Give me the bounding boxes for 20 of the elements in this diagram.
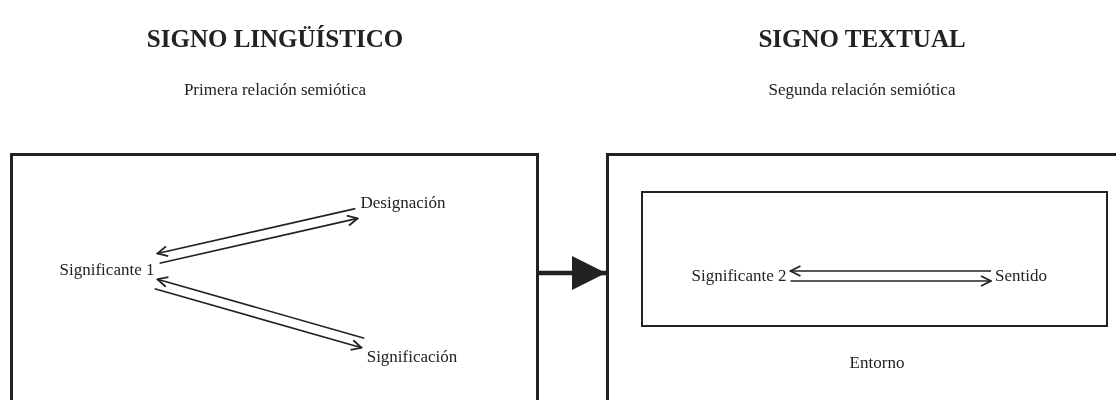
- frame-box: [10, 153, 539, 400]
- arrow: [153, 288, 363, 351]
- node-label: Sentido: [995, 266, 1047, 286]
- arrow: [158, 214, 359, 265]
- arrow: [789, 275, 992, 287]
- arrow: [156, 207, 357, 258]
- arrow: [789, 265, 992, 277]
- subheading: Segunda relación semiótica: [768, 80, 956, 100]
- frame-label: Entorno: [849, 353, 905, 373]
- arrow: [539, 256, 606, 290]
- subheading: Primera relación semiótica: [183, 80, 367, 100]
- node-label: Significante 1: [59, 260, 155, 280]
- node-label: Significante 2: [691, 266, 787, 286]
- section-heading: SIGNO LINGÜÍSTICO: [146, 25, 404, 53]
- inner-frame: [641, 191, 1108, 327]
- node-label: Significación: [366, 347, 458, 367]
- arrow: [156, 276, 366, 339]
- frame-box: [606, 153, 1116, 400]
- node-label: Designación: [360, 193, 446, 213]
- section-heading: SIGNO TEXTUAL: [758, 25, 966, 53]
